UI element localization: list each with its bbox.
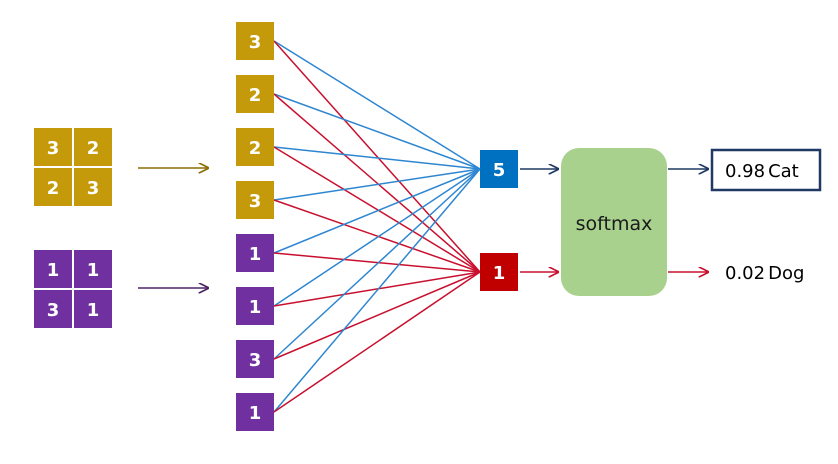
edge-to-red: [273, 199, 481, 273]
matrix-cell: [74, 168, 112, 206]
edge-to-red: [273, 146, 481, 273]
softmax-block: [561, 148, 667, 296]
score-node-red-value: 1: [493, 263, 506, 284]
cat-label: Cat: [768, 161, 799, 182]
edge-to-red: [273, 40, 481, 273]
dog-probability: 0.02: [725, 263, 765, 284]
flattened-vector: 3 2 2 3 1 1 3 1: [236, 22, 274, 431]
edge-to-red: [273, 93, 481, 273]
matrix-cell-value: 3: [47, 300, 60, 321]
flattened-node-value: 3: [249, 191, 262, 212]
score-node-blue-value: 5: [493, 160, 506, 181]
edge-to-blue: [273, 40, 481, 170]
flattened-node: [236, 181, 274, 219]
matrix-cell: [34, 128, 72, 166]
flattened-node-value: 3: [249, 350, 262, 371]
matrix-cell: [74, 250, 112, 288]
edge-to-blue: [273, 168, 481, 307]
flattened-node: [236, 340, 274, 378]
flattened-node: [236, 22, 274, 60]
edge-to-blue: [273, 168, 481, 254]
edge-to-red: [273, 271, 481, 307]
edge-to-blue: [273, 93, 481, 170]
edge-to-blue: [273, 168, 481, 413]
flattened-node: [236, 393, 274, 431]
matrix-cell-value: 3: [47, 138, 60, 159]
dog-label: Dog: [768, 263, 804, 284]
flattened-node: [236, 128, 274, 166]
edge-to-red: [273, 252, 481, 273]
matrix-cell-value: 2: [87, 138, 100, 159]
matrix-cell-value: 2: [47, 178, 60, 199]
matrix-cell-value: 1: [87, 260, 100, 281]
matrix-cell-value: 1: [87, 300, 100, 321]
score-node-red: [480, 253, 518, 291]
flattened-node-value: 3: [249, 32, 262, 53]
cat-output-box: [710, 148, 822, 192]
flattened-node-value: 1: [249, 403, 262, 424]
matrix-cell: [74, 128, 112, 166]
flattened-node-value: 1: [249, 244, 262, 265]
edge-to-blue: [273, 146, 481, 170]
matrix-cell-value: 1: [47, 260, 60, 281]
matrix-cell: [34, 168, 72, 206]
flattened-node-value: 2: [249, 138, 262, 159]
flattened-node: [236, 75, 274, 113]
score-node-blue: [480, 150, 518, 188]
flattened-node: [236, 234, 274, 272]
edge-to-blue: [273, 168, 481, 201]
matrix-cell-value: 3: [87, 178, 100, 199]
flattened-node: [236, 287, 274, 325]
cat-probability: 0.98: [725, 161, 765, 182]
edge-to-red: [273, 271, 481, 360]
edge-to-blue: [273, 168, 481, 360]
purple-input-matrix: 1 1 3 1: [34, 250, 112, 328]
edge-to-red: [273, 271, 481, 413]
matrix-cell: [34, 250, 72, 288]
gold-input-matrix: 3 2 2 3: [34, 128, 112, 206]
flattened-node-value: 2: [249, 85, 262, 106]
matrix-cell: [34, 290, 72, 328]
flattened-node-value: 1: [249, 297, 262, 318]
softmax-label: softmax: [576, 213, 653, 235]
matrix-cell: [74, 290, 112, 328]
fully-connected-edges: [273, 40, 481, 413]
